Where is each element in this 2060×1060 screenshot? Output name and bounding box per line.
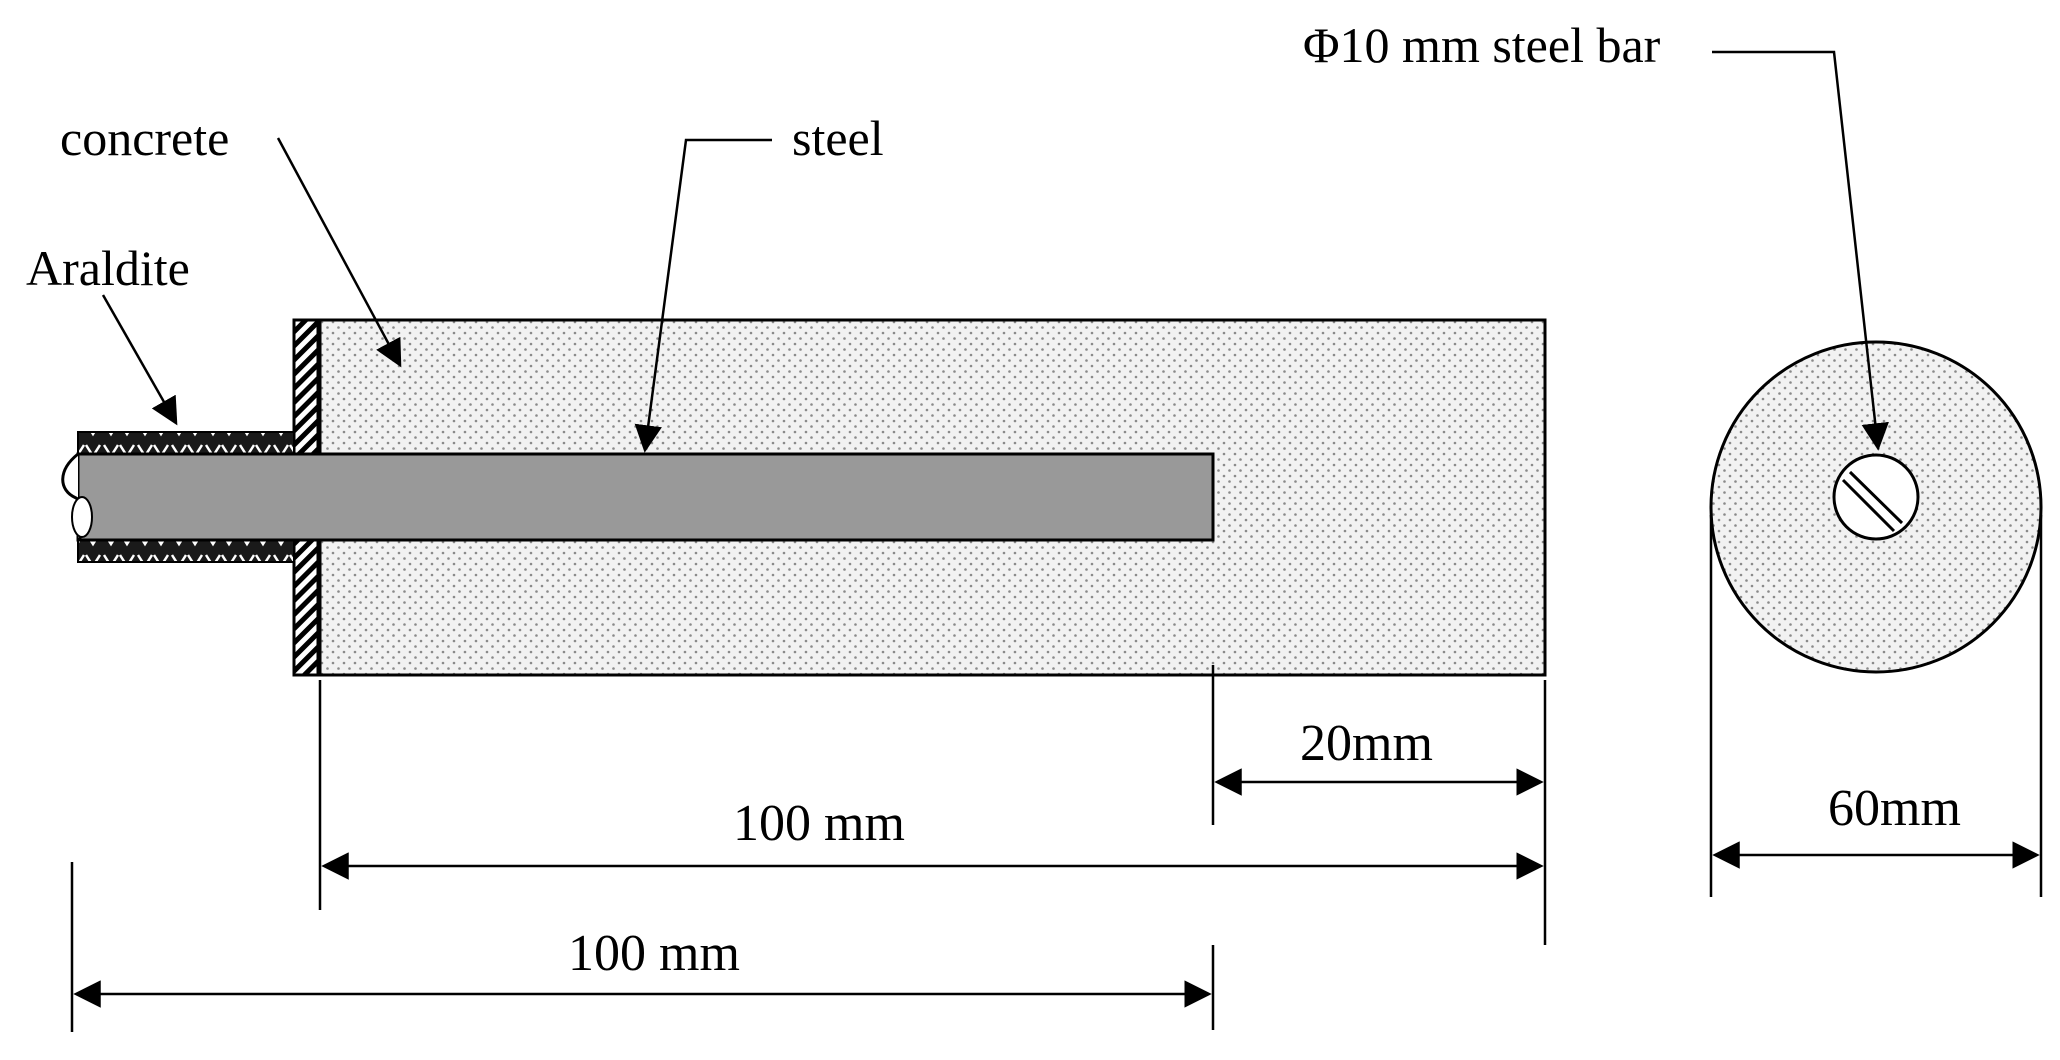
steel-label: steel (792, 110, 884, 166)
dimension-embed-label: 100 mm (733, 795, 905, 852)
bar-break-end (71, 496, 93, 538)
concrete-leader (276, 137, 402, 368)
araldite-coating-top (77, 431, 295, 455)
dimension-protrude-label: 100 mm (568, 925, 740, 982)
steel-bar-leader (1712, 50, 1889, 451)
araldite-leader (101, 294, 178, 426)
araldite-coating-bottom (77, 539, 295, 563)
steel-bar (76, 452, 1215, 542)
cross-section-hatch-line (1841, 478, 1896, 533)
steel-leader (634, 138, 772, 453)
araldite-label: Araldite (26, 240, 190, 296)
dimension-cover-label: 20mm (1300, 715, 1433, 772)
steel-bar-label: Φ10 mm steel bar (1303, 17, 1661, 73)
concrete-label: concrete (60, 110, 229, 166)
cross-section-hatch-line (1848, 470, 1904, 525)
dimension-diameter-label: 60mm (1828, 780, 1961, 837)
